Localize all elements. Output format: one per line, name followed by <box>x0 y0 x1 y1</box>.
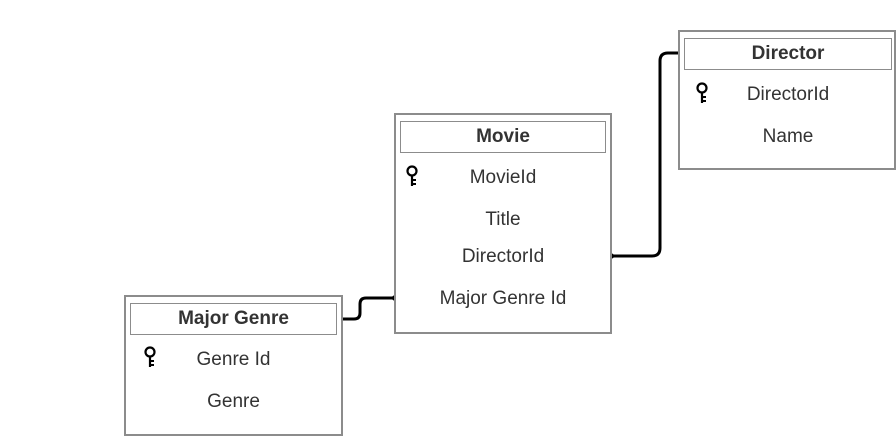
movie-entity[interactable]: Movie MovieId Title DirectorId Major Gen… <box>394 113 612 334</box>
major-genre-entity-title: Major Genre <box>130 303 337 335</box>
primary-key-icon <box>696 82 708 103</box>
director-field-directorid: DirectorId <box>746 84 830 105</box>
movie-field-title: Title <box>485 209 521 230</box>
major-genre-entity[interactable]: Major Genre Genre Id Genre <box>124 295 343 436</box>
movie-field-movieid: MovieId <box>469 167 537 188</box>
primary-key-icon <box>406 165 418 186</box>
movie-entity-title: Movie <box>400 121 606 153</box>
genre-movie-connector <box>337 296 398 321</box>
movie-director-connector <box>606 51 684 258</box>
director-entity[interactable]: Director DirectorId Name <box>678 30 896 170</box>
director-entity-title: Director <box>684 38 892 70</box>
primary-key-icon <box>144 346 156 367</box>
movie-field-major-genre-id: Major Genre Id <box>439 288 567 309</box>
major-genre-field-genre-id: Genre Id <box>196 349 271 370</box>
director-field-name: Name <box>762 126 814 147</box>
movie-field-directorid: DirectorId <box>461 246 545 267</box>
major-genre-field-genre: Genre <box>207 391 260 412</box>
